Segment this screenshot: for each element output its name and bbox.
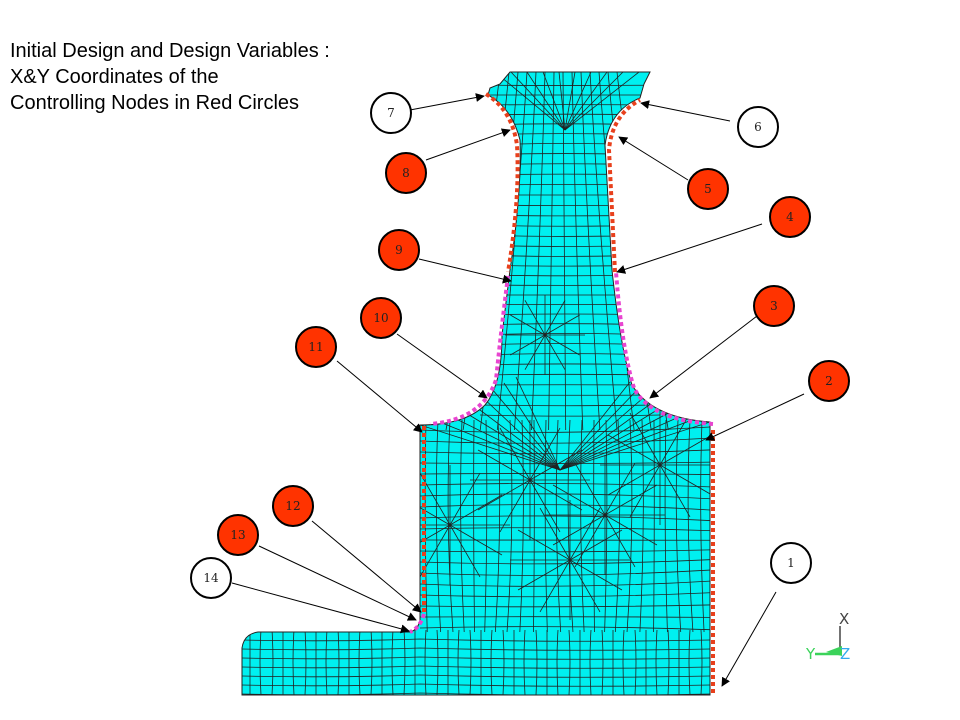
node-label-9: 9 xyxy=(395,243,403,257)
node-label-2: 2 xyxy=(825,374,833,388)
arrow-node-7 xyxy=(409,93,485,111)
node-circle-1 xyxy=(770,542,812,584)
design-boundaries xyxy=(409,92,715,693)
node-marker-9: 9 xyxy=(378,229,420,271)
mesh-body xyxy=(241,71,711,696)
arrow-node-14 xyxy=(231,582,410,634)
node-circle-4 xyxy=(769,196,811,238)
node-circle-2 xyxy=(808,360,850,402)
arrow-node-12 xyxy=(311,520,422,613)
boundary-left-upper xyxy=(484,92,520,273)
node-marker-8: 8 xyxy=(385,152,427,194)
arrow-node-10 xyxy=(396,333,488,399)
node-circle-3 xyxy=(753,285,795,327)
node-marker-1: 1 xyxy=(770,542,812,584)
node-circle-7 xyxy=(370,92,412,134)
node-circle-9 xyxy=(378,229,420,271)
node-arrows xyxy=(231,93,805,687)
node-circle-6 xyxy=(737,106,779,148)
node-label-5: 5 xyxy=(704,182,712,196)
arrow-node-9 xyxy=(418,258,512,284)
arrow-node-11 xyxy=(336,360,423,433)
node-marker-2: 2 xyxy=(808,360,850,402)
arrow-node-2 xyxy=(705,393,805,441)
node-label-6: 6 xyxy=(754,120,762,134)
title-line-2: X&Y Coordinates of the xyxy=(10,66,219,88)
node-label-8: 8 xyxy=(402,166,410,180)
arrow-node-3 xyxy=(649,315,758,399)
node-circle-8 xyxy=(385,152,427,194)
node-label-3: 3 xyxy=(770,299,778,313)
node-marker-13: 13 xyxy=(217,514,259,556)
node-circle-14 xyxy=(190,557,232,599)
node-marker-14: 14 xyxy=(190,557,232,599)
node-circle-5 xyxy=(687,168,729,210)
diagram-title: Initial Design and Design Variables : X&… xyxy=(10,38,430,116)
node-marker-6: 6 xyxy=(737,106,779,148)
node-marker-4: 4 xyxy=(769,196,811,238)
axis-label-y: Y xyxy=(805,645,816,663)
node-label-4: 4 xyxy=(786,210,794,224)
node-label-14: 14 xyxy=(203,571,219,585)
node-label-13: 13 xyxy=(230,528,245,542)
axis-label-x: X xyxy=(839,610,849,628)
node-marker-5: 5 xyxy=(687,168,729,210)
node-label-1: 1 xyxy=(787,556,795,570)
arrow-node-8 xyxy=(425,128,511,161)
node-marker-10: 10 xyxy=(360,297,402,339)
node-circle-11 xyxy=(295,326,337,368)
node-label-11: 11 xyxy=(308,340,323,354)
boundary-right-fillet xyxy=(614,271,714,426)
node-circle-10 xyxy=(360,297,402,339)
arrow-node-13 xyxy=(258,545,417,621)
coordinate-triad: X Y Z xyxy=(805,610,850,663)
arrow-node-1 xyxy=(721,591,777,687)
node-label-12: 12 xyxy=(285,499,300,513)
node-label-10: 10 xyxy=(373,311,388,325)
arrow-node-5 xyxy=(618,136,689,181)
node-marker-7: 7 xyxy=(370,92,412,134)
node-circle-12 xyxy=(272,485,314,527)
triad-origin-marker xyxy=(826,646,842,656)
boundary-right-upper xyxy=(606,98,641,273)
axis-label-z: Z xyxy=(840,645,850,663)
node-label-7: 7 xyxy=(387,106,395,120)
arrow-node-4 xyxy=(616,223,763,274)
boundary-left-corner xyxy=(409,613,426,634)
node-marker-3: 3 xyxy=(753,285,795,327)
node-marker-12: 12 xyxy=(272,485,314,527)
title-line-1: Initial Design and Design Variables : xyxy=(10,40,330,62)
title-line-3: Controlling Nodes in Red Circles xyxy=(10,92,300,114)
node-marker-11: 11 xyxy=(295,326,337,368)
arrow-node-6 xyxy=(640,100,731,122)
mesh-shape xyxy=(241,71,711,696)
node-circle-13 xyxy=(217,514,259,556)
